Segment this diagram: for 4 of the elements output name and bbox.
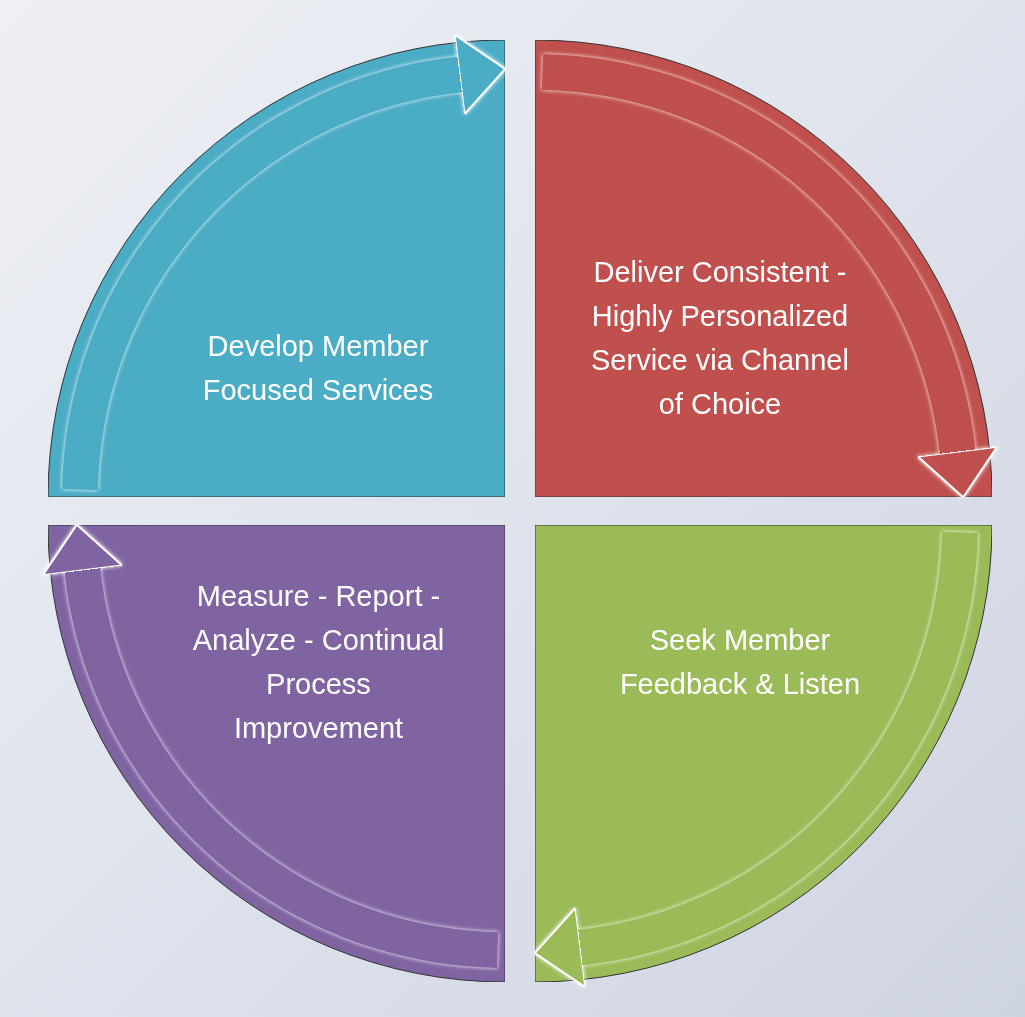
quadrant-label: Measure - Report - Analyze - Continual Process Improvement [191,579,446,746]
quadrant-label: Seek Member Feedback & Listen [618,623,862,702]
quadrant-label: Develop Member Focused Services [201,329,435,408]
quadrant-label: Deliver Consistent - Highly Personalized Service via Channel of Choice [590,255,850,422]
